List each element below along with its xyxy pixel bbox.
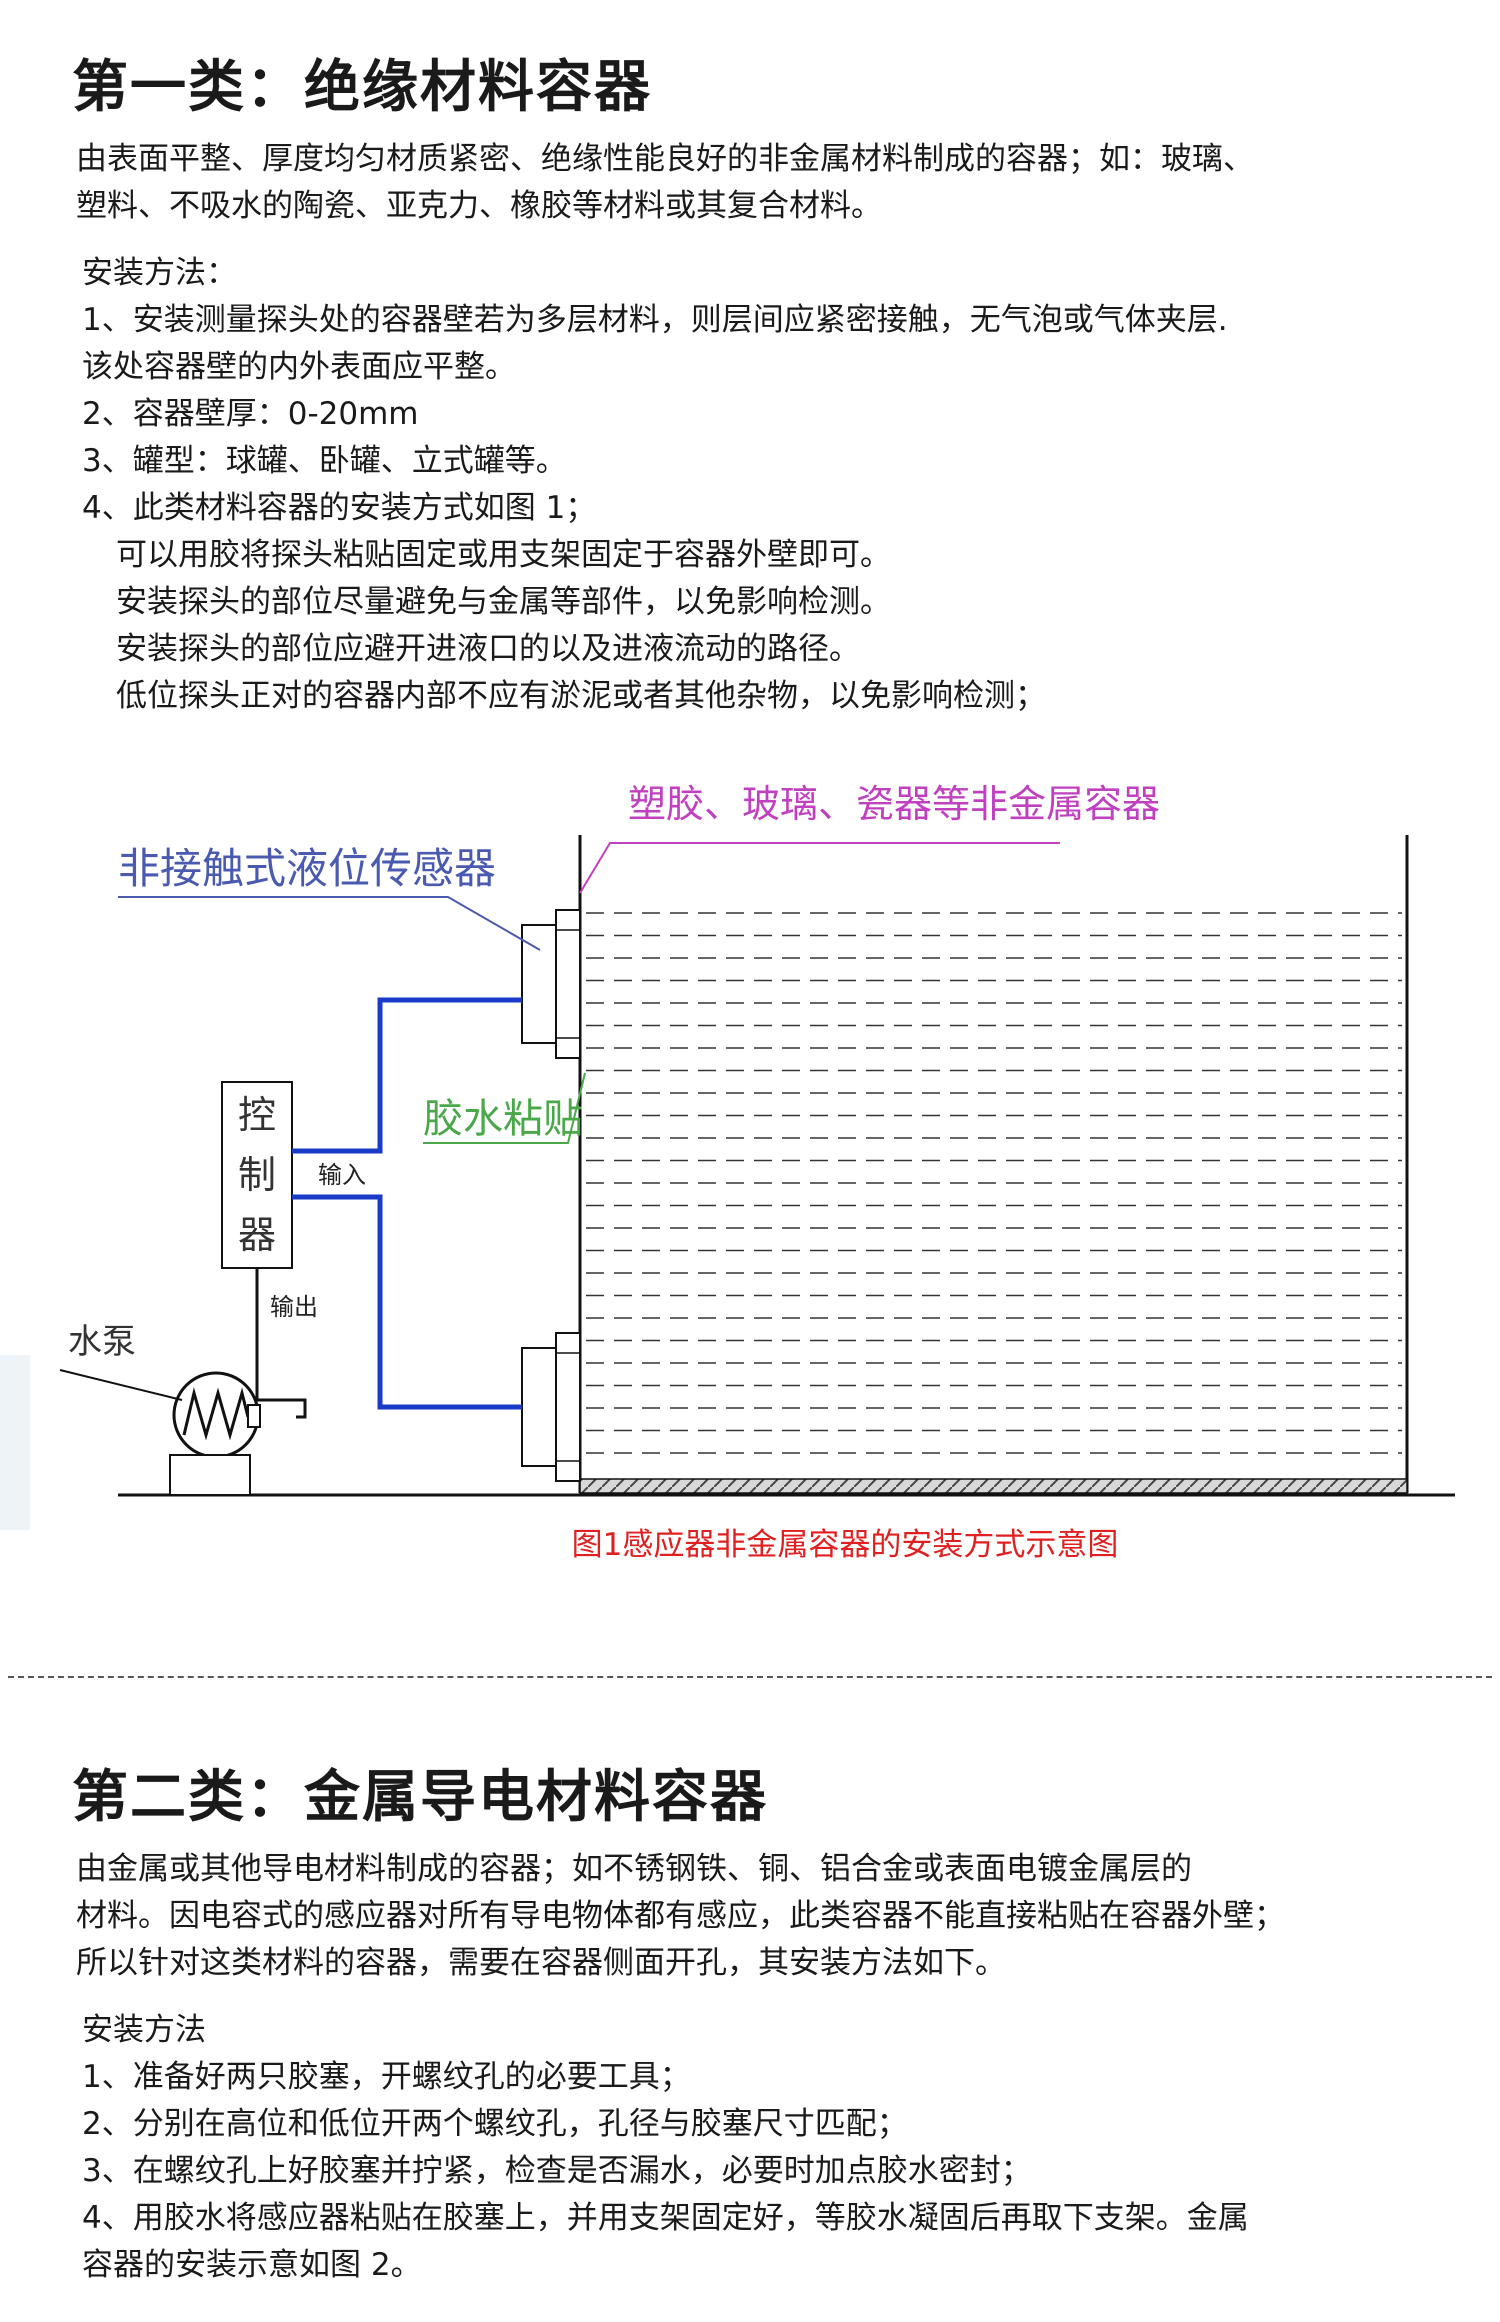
page-edge-strip [0, 1355, 30, 1530]
section1-step: 2、容器壁厚：0-20mm [82, 396, 419, 432]
section1-title: 第一类：绝缘材料容器 [72, 55, 652, 120]
sensor-label: 非接触式液位传感器 [118, 844, 496, 893]
liquid-fill [586, 912, 1402, 1454]
section1-sub-step: 可以用胶将探头粘贴固定或用支架固定于容器外壁即可。 [116, 537, 891, 573]
section1-intro: 由表面平整、厚度均匀材质紧密、绝缘性能良好的非金属材料制成的容器；如：玻璃、 塑… [76, 136, 1456, 230]
lower-sensor [521, 1332, 581, 1482]
section2-title: 第二类：金属导电材料容器 [72, 1765, 768, 1830]
section2-intro-line: 材料。因电容式的感应器对所有导电物体都有感应，此类容器不能直接粘贴在容器外壁； [76, 1898, 1285, 1934]
section-divider [8, 1676, 1492, 1678]
sensor-leader [118, 896, 541, 951]
controller-char: 制 [238, 1153, 276, 1197]
section2-step: 2、分别在高位和低位开两个螺纹孔，孔径与胶塞尺寸匹配； [82, 2106, 908, 2142]
controller-char: 控 [238, 1093, 276, 1137]
container-label: 塑胶、玻璃、瓷器等非金属容器 [628, 782, 1160, 826]
glue-label: 胶水粘贴 [423, 1096, 583, 1142]
container-base [579, 1478, 1408, 1494]
section1-intro-line: 塑料、不吸水的陶瓷、亚克力、橡胶等材料或其复合材料。 [76, 188, 882, 224]
section1-sub-step: 安装探头的部位尽量避免与金属等部件，以免影响检测。 [116, 584, 891, 620]
output-wire [255, 1268, 307, 1419]
section1-step: 4、此类材料容器的安装方式如图 1； [82, 490, 597, 526]
section1-step: 1、安装测量探头处的容器壁若为多层材料，则层间应紧密接触，无气泡或气体夹层. [82, 302, 1228, 338]
section1-step: 该处容器壁的内外表面应平整。 [82, 349, 516, 385]
sensor-wiring [292, 997, 522, 1410]
figure1-diagram: 控 制 器 输入 输出 水泵 塑胶、玻璃、瓷器等非金属容器 非接触式液位传感器 … [59, 782, 1455, 1563]
pump-label: 水泵 [68, 1322, 136, 1362]
section2-intro-line: 由金属或其他导电材料制成的容器；如不锈钢铁、铜、铝合金或表面电镀金属层的 [76, 1851, 1192, 1887]
glue-leader [423, 1072, 586, 1144]
controller-char: 器 [238, 1213, 276, 1257]
section1-method-heading: 安装方法： [82, 255, 237, 291]
section1-method: 安装方法： 1、安装测量探头处的容器壁若为多层材料，则层间应紧密接触，无气泡或气… [82, 250, 1462, 720]
section2-step: 3、在螺纹孔上好胶塞并拧紧，检查是否漏水，必要时加点胶水密封； [82, 2153, 1032, 2189]
controller-box [221, 1081, 293, 1269]
section1-sub-step: 低位探头正对的容器内部不应有淤泥或者其他杂物，以免影响检测； [116, 678, 1046, 714]
section1-intro-line: 由表面平整、厚度均匀材质紧密、绝缘性能良好的非金属材料制成的容器；如：玻璃、 [76, 141, 1254, 177]
section2-intro: 由金属或其他导电材料制成的容器；如不锈钢铁、铜、铝合金或表面电镀金属层的 材料。… [76, 1846, 1456, 1987]
section2-intro-line: 所以针对这类材料的容器，需要在容器侧面开孔，其安装方法如下。 [76, 1945, 1006, 1981]
figure1-caption: 图1感应器非金属容器的安装方式示意图 [572, 1527, 1119, 1563]
section1-step: 3、罐型：球罐、卧罐、立式罐等。 [82, 443, 567, 479]
input-label: 输入 [318, 1161, 366, 1189]
section2-step: 4、用胶水将感应器粘贴在胶塞上，并用支架固定好，等胶水凝固后再取下支架。金属 [82, 2200, 1249, 2236]
upper-sensor [521, 909, 581, 1059]
water-pump [59, 1369, 261, 1496]
section1-sub-step: 安装探头的部位应避开进液口的以及进液流动的路径。 [116, 631, 860, 667]
output-label: 输出 [270, 1293, 318, 1321]
section2-method-heading: 安装方法 [82, 2012, 206, 2048]
section2-step: 1、准备好两只胶塞，开螺纹孔的必要工具； [82, 2059, 691, 2095]
section2-method: 安装方法 1、准备好两只胶塞，开螺纹孔的必要工具； 2、分别在高位和低位开两个螺… [82, 2007, 1462, 2289]
container-leader [579, 842, 1060, 894]
section2-step: 容器的安装示意如图 2。 [82, 2247, 422, 2283]
